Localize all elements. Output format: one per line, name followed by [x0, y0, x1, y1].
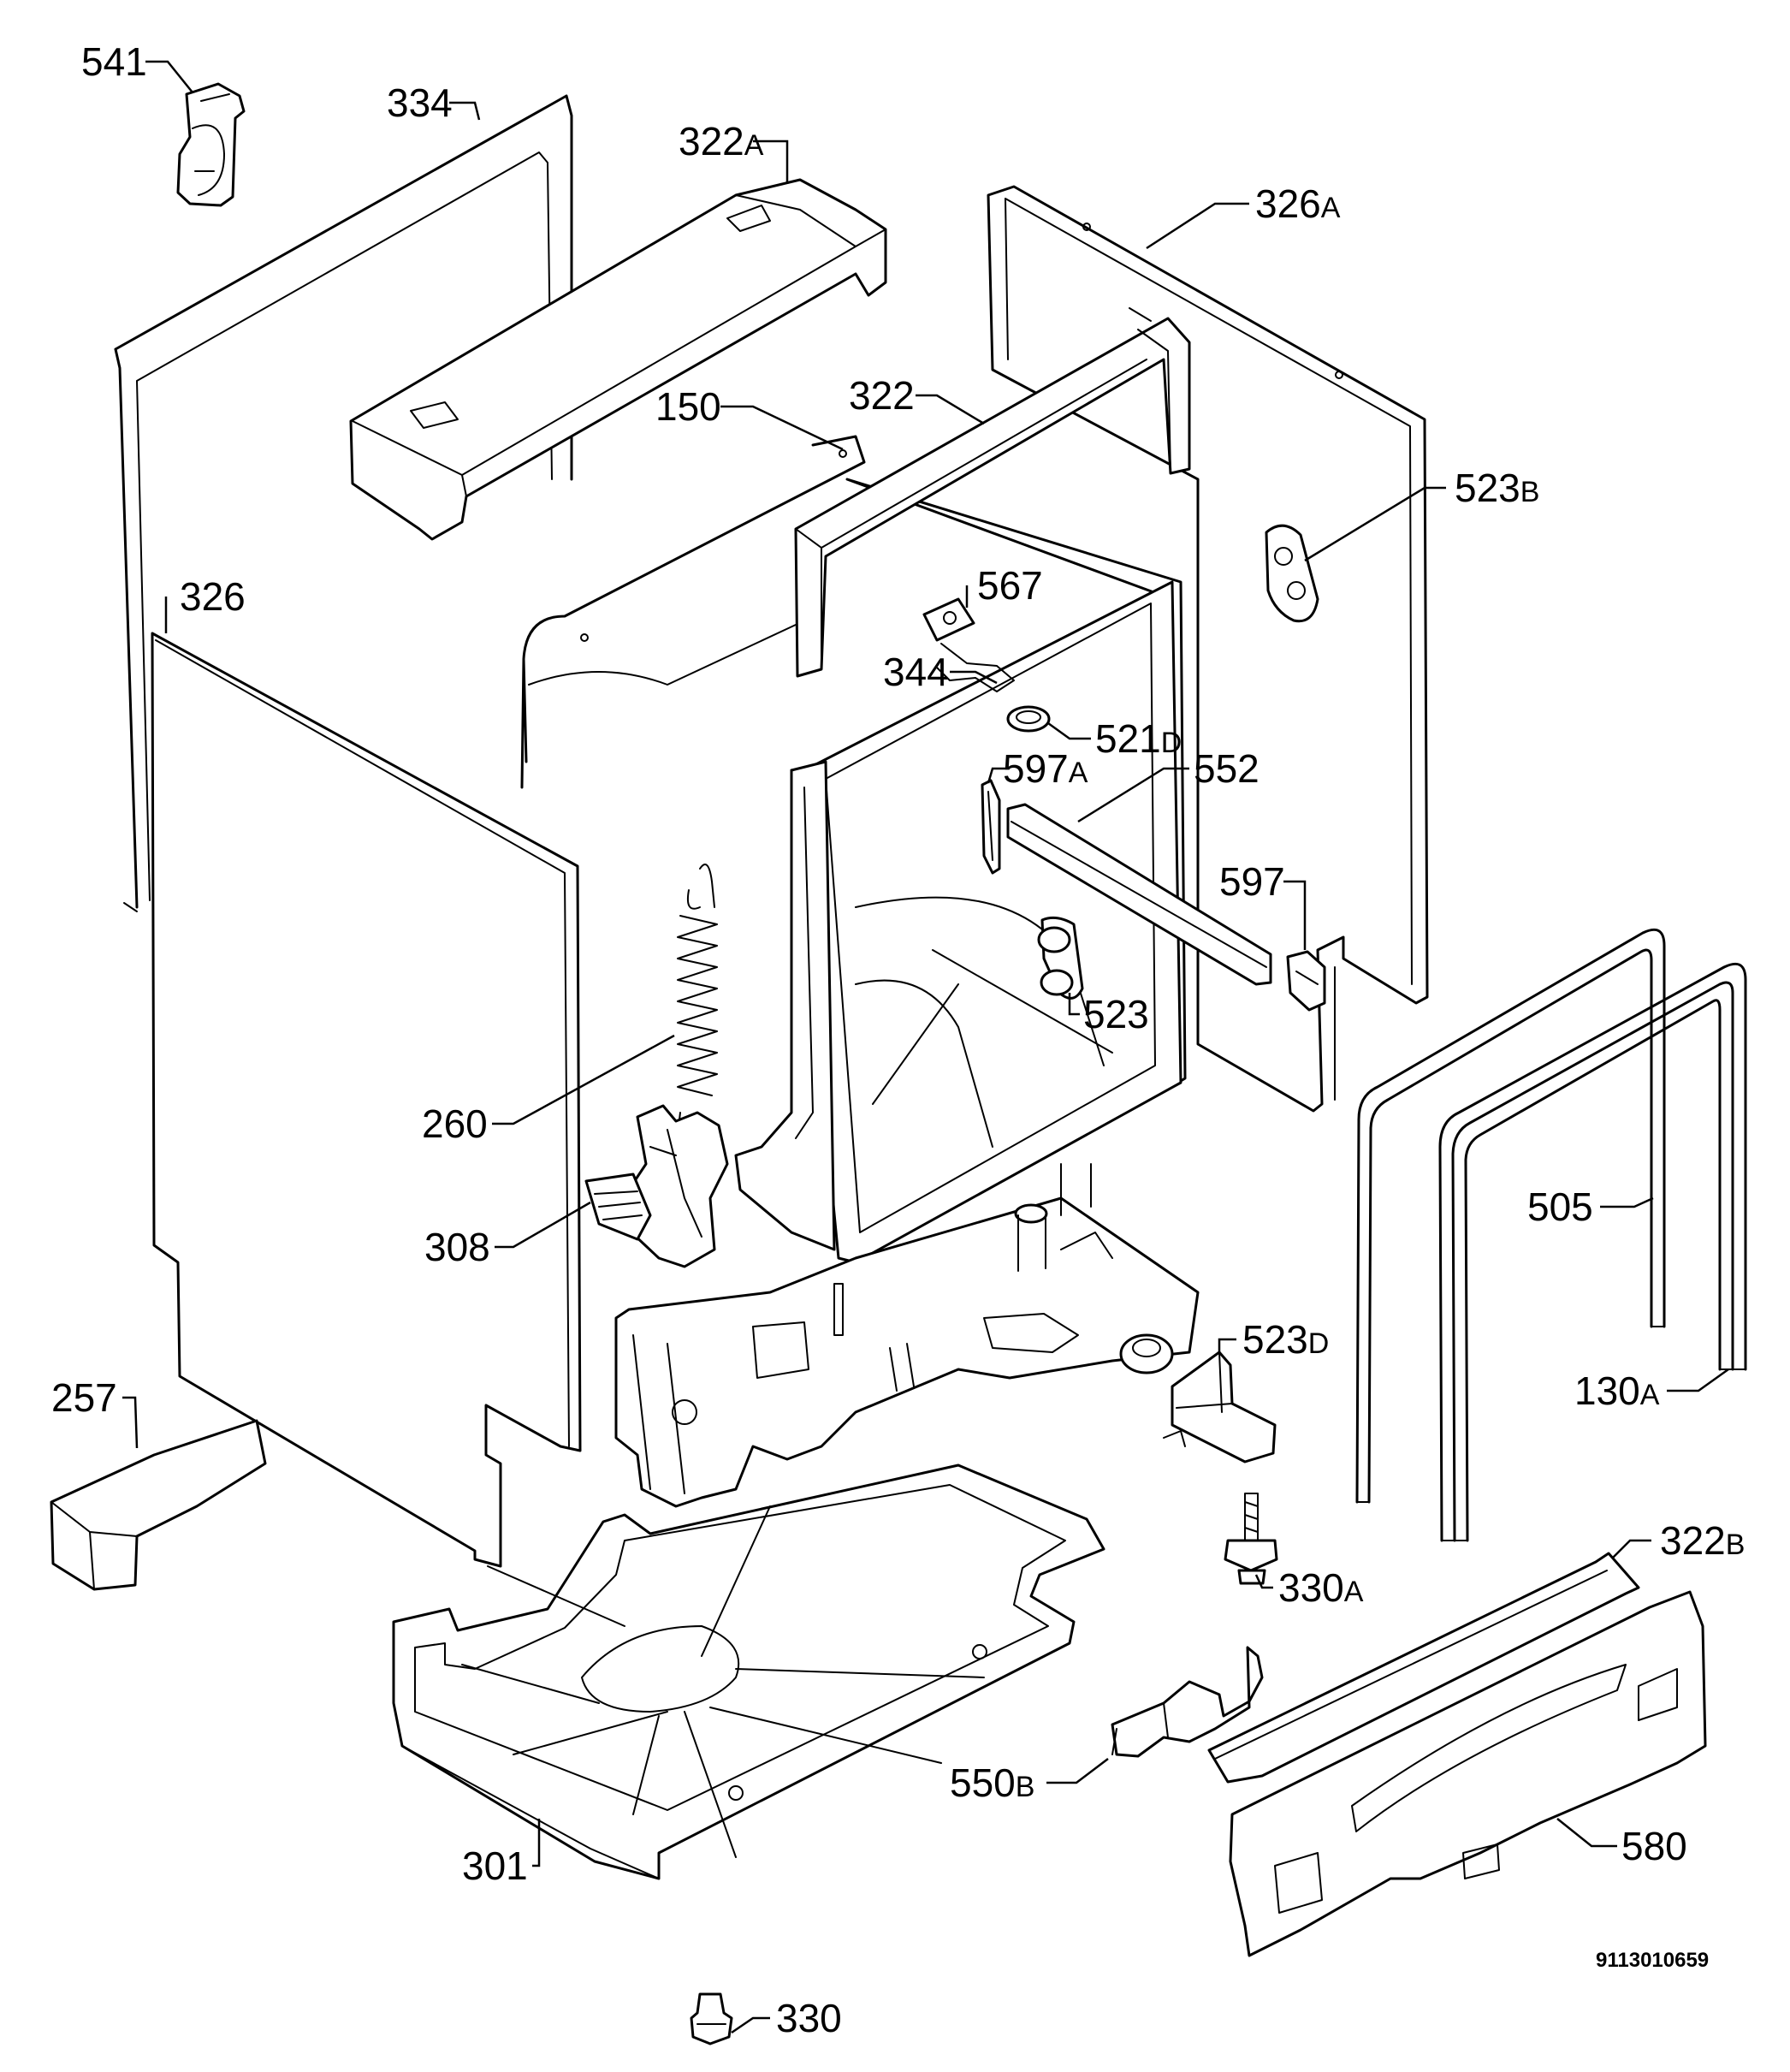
leader-lines — [122, 60, 1729, 2034]
leader-552 — [1077, 767, 1189, 823]
part-344-spring-clip — [936, 643, 1015, 692]
leader-330 — [731, 2016, 770, 2034]
callout-521d: 521D — [1095, 716, 1182, 761]
part-567-bracket — [922, 597, 975, 642]
callout-326: 326 — [180, 574, 246, 619]
part-260-spring — [674, 864, 718, 1149]
callout-597: 597 — [1219, 859, 1285, 904]
part-257-cover — [50, 1419, 267, 1591]
leader-330a — [1254, 1574, 1273, 1589]
leader-523b — [1304, 486, 1446, 562]
leader-150 — [720, 405, 844, 451]
callout-552: 552 — [1194, 746, 1260, 791]
part-308-hinge — [584, 1104, 729, 1268]
callout-330: 330 — [776, 1996, 842, 2040]
leader-580 — [1556, 1818, 1617, 1848]
callout-334: 334 — [387, 80, 453, 125]
leader-130a — [1667, 1368, 1729, 1392]
leader-322 — [916, 394, 985, 425]
part-322b-rail — [1207, 1552, 1640, 1784]
callout-260: 260 — [422, 1101, 488, 1146]
callout-130a: 130A — [1574, 1368, 1660, 1413]
leader-308 — [495, 1201, 591, 1249]
callout-597a: 597A — [1003, 746, 1088, 791]
leader-334 — [449, 101, 481, 121]
leader-550b — [1046, 1758, 1109, 1784]
part-550b-bracket — [1111, 1646, 1264, 1758]
document-number: 9113010659 — [1596, 1949, 1709, 1972]
part-523-grommets — [1037, 916, 1084, 1000]
part-330-foot — [690, 1992, 733, 2045]
callout-326a: 326A — [1255, 181, 1341, 226]
callout-322b: 322B — [1660, 1518, 1745, 1563]
callout-344: 344 — [883, 650, 949, 694]
part-552-rail-bar — [1006, 803, 1272, 986]
callout-257: 257 — [51, 1375, 117, 1420]
leader-301 — [532, 1819, 541, 1867]
callout-150: 150 — [655, 384, 721, 429]
leader-257 — [122, 1396, 139, 1449]
callout-labels: 541 334 322A 326A 150 322 523B 326 567 3… — [51, 39, 1745, 2040]
leader-326a — [1146, 202, 1249, 250]
callout-308: 308 — [424, 1225, 490, 1269]
callout-523b: 523B — [1455, 466, 1539, 510]
part-580-kickplate — [1229, 1590, 1707, 1957]
part-326a-side-panel — [987, 185, 1429, 1113]
leader-523d — [1218, 1338, 1236, 1352]
part-base-frame — [614, 1163, 1200, 1508]
part-523b-grommet — [1265, 524, 1319, 623]
leader-521d — [1047, 721, 1091, 740]
callout-567: 567 — [977, 563, 1043, 608]
part-505-gasket — [1355, 928, 1666, 1504]
callout-330a: 330A — [1278, 1565, 1364, 1610]
leader-260 — [492, 1034, 675, 1125]
callout-322a: 322A — [679, 119, 764, 163]
part-521d-ring — [1006, 705, 1051, 733]
callout-523: 523 — [1083, 992, 1149, 1036]
callout-505: 505 — [1527, 1184, 1593, 1229]
leader-523 — [1068, 993, 1080, 1016]
callout-301: 301 — [462, 1843, 528, 1888]
leader-344 — [950, 670, 998, 685]
callout-322: 322 — [849, 373, 915, 418]
leader-322a — [753, 140, 789, 184]
leader-505 — [1600, 1196, 1654, 1208]
callout-580: 580 — [1621, 1824, 1687, 1868]
leader-322b — [1612, 1539, 1651, 1558]
part-597-clip — [1286, 950, 1326, 1012]
callout-523d: 523D — [1242, 1317, 1329, 1362]
callout-541: 541 — [81, 39, 147, 84]
leader-597a — [987, 767, 1010, 784]
part-322-rail — [794, 307, 1191, 678]
part-130a-gasket — [1438, 962, 1747, 1542]
part-301-base-tray — [392, 1463, 1105, 1880]
part-326-door-panel — [151, 632, 582, 1568]
part-330a-foot — [1224, 1493, 1278, 1585]
part-523d-funnel — [1163, 1351, 1277, 1463]
part-597a-clip — [981, 779, 1001, 875]
leader-597 — [1283, 880, 1307, 950]
part-322a-top-rail — [349, 178, 887, 541]
part-541-clip — [176, 82, 246, 207]
part-150-tub — [520, 435, 1187, 1264]
leader-541 — [145, 60, 193, 93]
callout-550b: 550B — [950, 1760, 1034, 1805]
